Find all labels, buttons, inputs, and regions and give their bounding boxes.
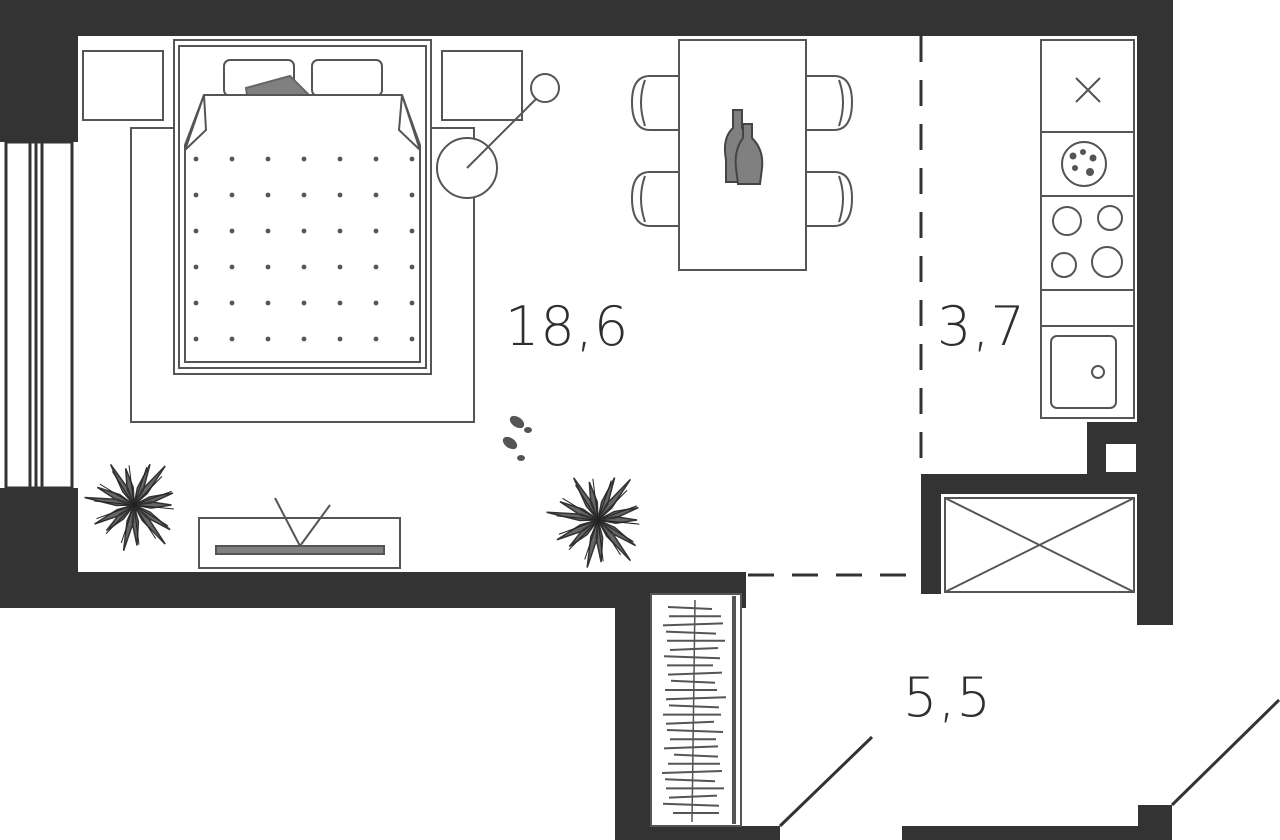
hob-burner <box>1097 205 1123 231</box>
hob-burner <box>1052 206 1082 236</box>
vases <box>723 109 764 185</box>
wardrobe-hangers <box>661 606 727 814</box>
sink-icon <box>1050 335 1117 409</box>
dining-set <box>630 39 854 271</box>
chair <box>630 171 678 227</box>
plant-left <box>84 463 174 551</box>
blanket-pattern <box>193 156 415 342</box>
tv <box>215 545 385 555</box>
tv-unit <box>198 497 401 569</box>
shaft-opening <box>1106 444 1136 472</box>
bed <box>173 39 432 375</box>
oven-icon <box>1061 141 1107 187</box>
door-entrance <box>1170 698 1280 807</box>
area-label-hallway: 5,5 <box>903 666 992 729</box>
nightstand-left <box>82 50 164 121</box>
area-label-kitchen: 3,7 <box>937 295 1026 358</box>
hob-burner <box>1051 252 1077 278</box>
chair <box>806 171 854 227</box>
chair <box>806 75 854 131</box>
blanket <box>184 94 421 363</box>
zone-dividers <box>748 36 923 577</box>
plant-right <box>546 477 640 568</box>
wardrobe <box>650 593 742 827</box>
floor-lamp <box>436 73 560 199</box>
slippers-icon <box>502 415 532 461</box>
area-label-living: 18,6 <box>505 295 629 358</box>
oven-dots <box>1069 149 1097 176</box>
pillow-right <box>311 59 383 97</box>
walls <box>0 0 1173 840</box>
window <box>4 140 74 490</box>
nightstand-right <box>441 50 523 121</box>
chair <box>630 75 678 131</box>
shower-tray <box>944 497 1135 593</box>
doors <box>778 698 1280 828</box>
hob-burner <box>1091 246 1123 278</box>
door-hall <box>778 735 874 828</box>
kitchen-unit <box>1040 39 1135 419</box>
